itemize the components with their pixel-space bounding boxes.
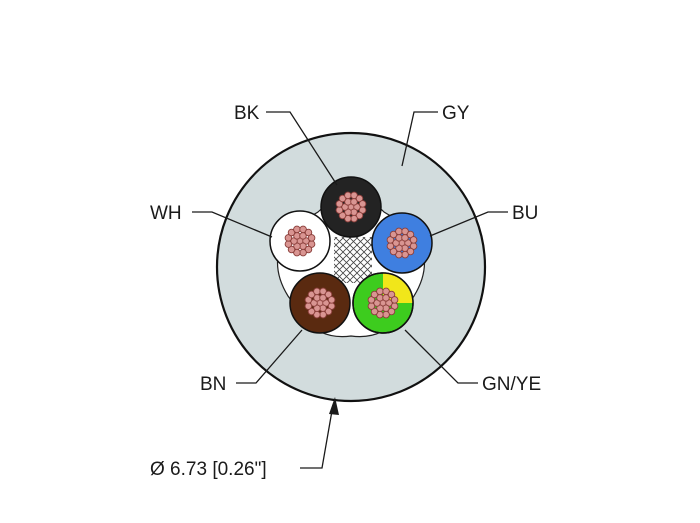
label-gnye: GN/YE: [482, 374, 541, 395]
copper-strand: [386, 242, 395, 250]
label-bu: BU: [512, 203, 538, 224]
copper-strand: [293, 225, 301, 234]
leader-bk: [266, 111, 338, 186]
conductor-bn: [289, 272, 351, 334]
copper-strand: [350, 214, 358, 223]
conductor-bu: [371, 212, 433, 274]
leader-wh: [192, 211, 273, 238]
leader-bn: [236, 329, 303, 384]
label-gy: GY: [442, 103, 470, 124]
copper-strand: [395, 227, 403, 236]
copper-strand: [409, 236, 418, 244]
label-bn: BN: [200, 374, 226, 395]
copper-strand: [382, 310, 390, 319]
label-wh: WH: [150, 203, 182, 224]
copper-strand: [319, 310, 327, 319]
copper-strand: [401, 250, 409, 259]
copper-strand: [307, 234, 316, 242]
center-filler: [334, 237, 372, 283]
leader-gy: [401, 111, 438, 167]
label-diameter: Ø 6.73 [0.26"]: [150, 459, 267, 480]
copper-strand: [304, 302, 313, 310]
copper-strand: [344, 191, 352, 200]
leader-gnye: [404, 329, 478, 384]
copper-strand: [358, 200, 367, 208]
conductor-bk: [320, 176, 382, 238]
label-bk: BK: [234, 103, 260, 124]
diameter-arrowhead: [329, 397, 339, 415]
copper-strand: [327, 296, 336, 304]
copper-strand: [376, 287, 384, 296]
copper-strand: [299, 248, 307, 257]
copper-strand: [284, 240, 293, 248]
leader-bu: [429, 211, 508, 237]
copper-strand: [335, 206, 344, 214]
copper-strand: [313, 287, 321, 296]
conductor-wh: [269, 210, 331, 272]
diameter-leader: [300, 404, 334, 469]
copper-strand: [390, 296, 399, 304]
conductor-gnye: [352, 272, 414, 334]
copper-strand: [367, 302, 376, 310]
